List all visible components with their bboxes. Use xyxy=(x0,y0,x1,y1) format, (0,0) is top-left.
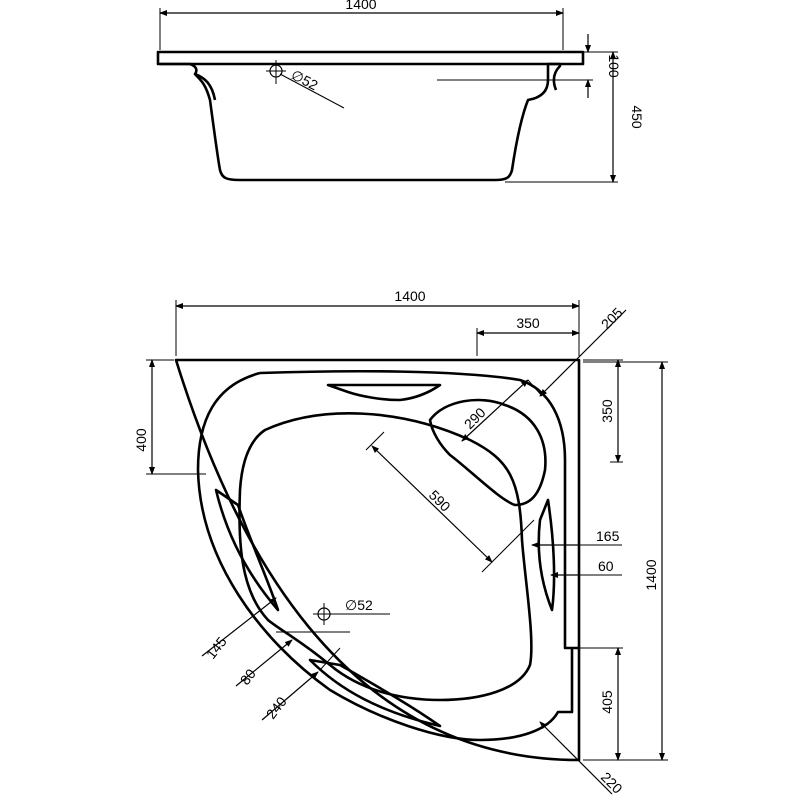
side-drain-label: ∅52 xyxy=(289,66,321,93)
plan-145-dim-line xyxy=(201,597,277,657)
plan-height-label: 1400 xyxy=(643,559,659,590)
plan-deck-outline xyxy=(196,371,574,742)
side-view-rim xyxy=(156,50,585,66)
plan-right-60-label: 60 xyxy=(598,558,614,574)
plan-headrest-290-dim-line xyxy=(461,379,529,442)
plan-right-405-label: 405 xyxy=(599,690,615,714)
plan-corner-205-dim-line xyxy=(539,309,627,397)
plan-drain-label: ∅52 xyxy=(345,597,373,613)
plan-80-label: 80 xyxy=(237,666,259,688)
plan-view: 1400 350 205 400 290 350 590 165 xyxy=(133,288,668,797)
plan-diagonal-590-dim-line xyxy=(371,445,493,563)
plan-outer-shell xyxy=(174,358,581,762)
plan-240-label: 240 xyxy=(263,693,290,721)
plan-240-dim-line xyxy=(261,671,319,721)
side-rim-label: 100 xyxy=(606,54,622,78)
side-height-label: 450 xyxy=(629,105,645,129)
plan-right-165-label: 165 xyxy=(596,528,620,544)
plan-basin xyxy=(238,412,533,702)
plan-rim-inner xyxy=(259,369,578,650)
plan-bottom-slot xyxy=(308,658,442,728)
plan-right-slot xyxy=(537,498,556,612)
plan-80-dim-line xyxy=(235,639,293,687)
side-view: 1400 ∅52 100 450 xyxy=(156,0,645,183)
side-width-label: 1400 xyxy=(345,0,376,12)
plan-top-slot xyxy=(326,383,442,402)
side-drain-leader xyxy=(279,73,345,109)
plan-left-400-label: 400 xyxy=(133,428,149,452)
plan-headrest-290-label: 290 xyxy=(461,404,489,432)
plan-diagonal-590-label: 590 xyxy=(426,487,454,515)
plan-corner-220-label: 220 xyxy=(598,769,626,797)
plan-corner-220-dim-line xyxy=(539,721,613,795)
plan-right-350-label: 350 xyxy=(599,399,615,423)
plan-top-350-label: 350 xyxy=(516,315,540,331)
plan-width-label: 1400 xyxy=(394,288,425,304)
side-view-body xyxy=(160,62,562,182)
plan-left-slot xyxy=(214,488,280,612)
plan-corner-205-label: 205 xyxy=(598,304,626,332)
